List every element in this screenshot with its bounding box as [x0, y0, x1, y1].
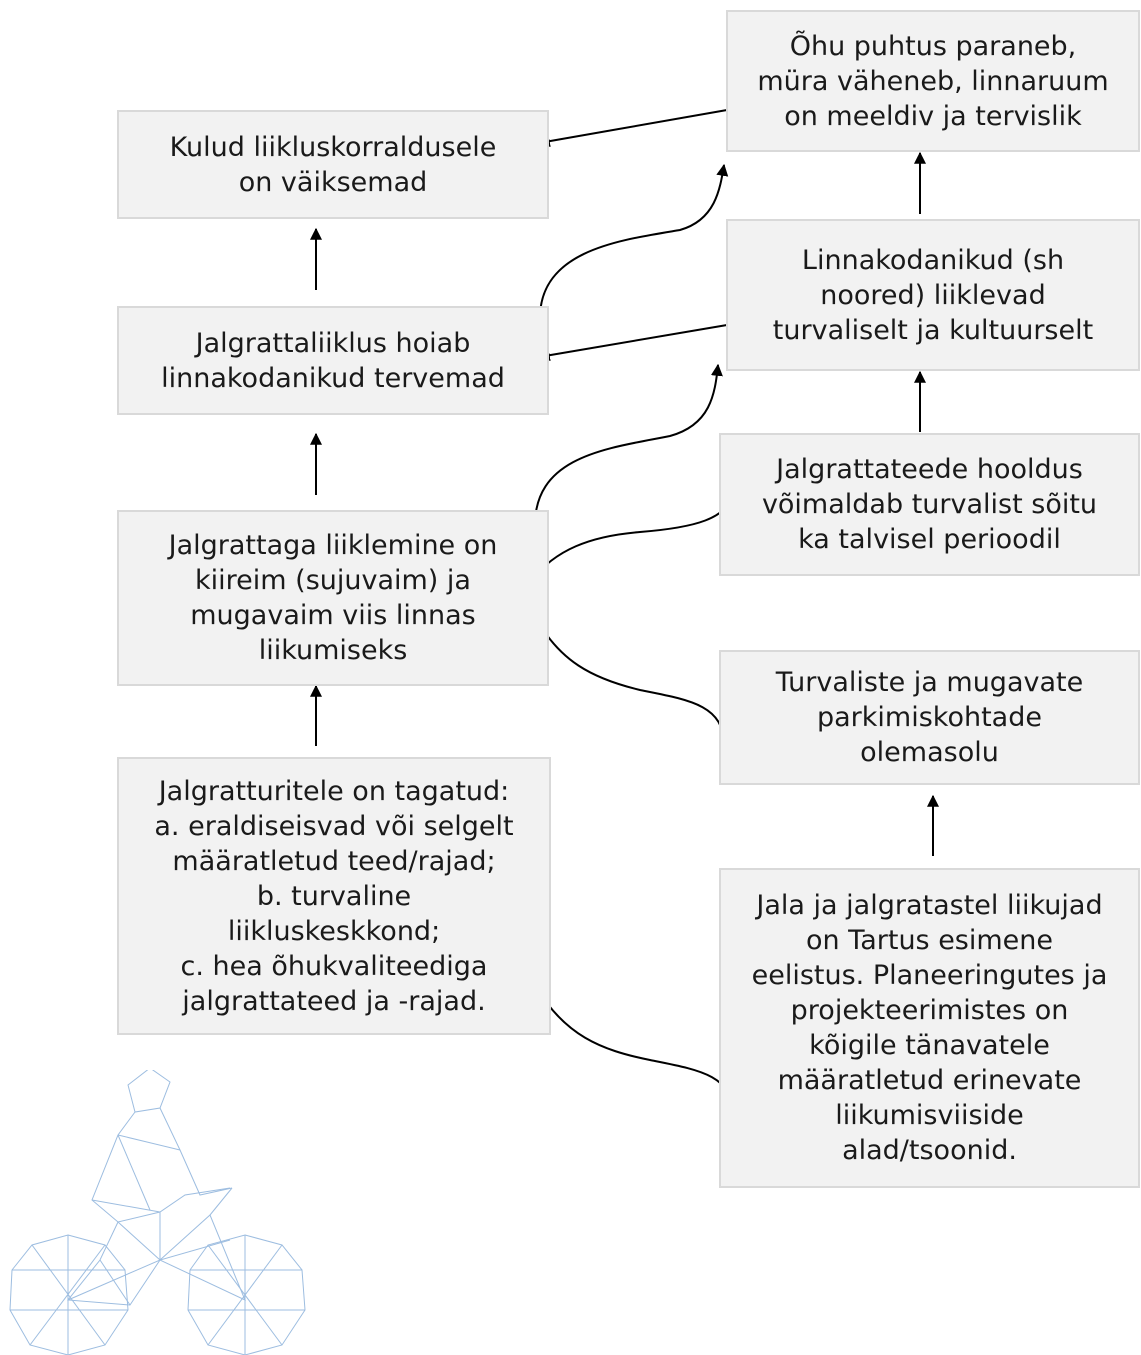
node-pedestrian-priority-label: Jala ja jalgratastel liikujad on Tartus …: [751, 890, 1108, 1166]
node-maintenance-label: Jalgrattateede hooldus võimaldab turvali…: [761, 454, 1098, 555]
node-fastest-mode: Jalgrattaga liiklemine on kiireim (sujuv…: [117, 510, 549, 686]
node-health: Jalgrattaliiklus hoiab linnakodanikud te…: [117, 306, 549, 415]
arrow-priority-to-guaranteed: [535, 985, 734, 1116]
arrow-parking-to-fastest: [536, 618, 725, 746]
arrow-fastest-to-citizens: [534, 363, 723, 526]
arrow-health-to-air: [539, 163, 729, 319]
node-pedestrian-priority: Jala ja jalgratastel liikujad on Tartus …: [719, 868, 1140, 1188]
arrow-air-to-costs: [537, 109, 728, 148]
node-safe-citizens: Linnakodanikud (sh noored) liiklevad tur…: [726, 219, 1140, 371]
node-parking-label: Turvaliste ja mugavate parkimiskohtade o…: [775, 667, 1084, 768]
arrow-maintenance-to-fastest: [531, 487, 734, 581]
node-maintenance: Jalgrattateede hooldus võimaldab turvali…: [719, 433, 1140, 576]
cyclist-low-poly-icon: [9, 1070, 306, 1355]
node-air-quality-label: Õhu puhtus paraneb, müra väheneb, linnar…: [757, 30, 1109, 132]
node-traffic-costs-label: Kulud liikluskorraldusele on väiksemad: [169, 131, 497, 198]
node-traffic-costs: Kulud liikluskorraldusele on väiksemad: [117, 110, 549, 219]
node-health-label: Jalgrattaliiklus hoiab linnakodanikud te…: [161, 327, 505, 394]
node-guaranteed-infrastructure: Jalgratturitele on tagatud: a. eraldisei…: [117, 757, 551, 1035]
node-fastest-mode-label: Jalgrattaga liiklemine on kiireim (sujuv…: [168, 530, 498, 666]
node-safe-citizens-label: Linnakodanikud (sh noored) liiklevad tur…: [772, 244, 1094, 346]
node-air-quality: Õhu puhtus paraneb, müra väheneb, linnar…: [726, 10, 1140, 152]
node-guaranteed-infrastructure-label: Jalgratturitele on tagatud: a. eraldisei…: [154, 775, 514, 1017]
node-parking: Turvaliste ja mugavate parkimiskohtade o…: [719, 650, 1140, 785]
arrow-citizens-to-health: [537, 324, 728, 362]
